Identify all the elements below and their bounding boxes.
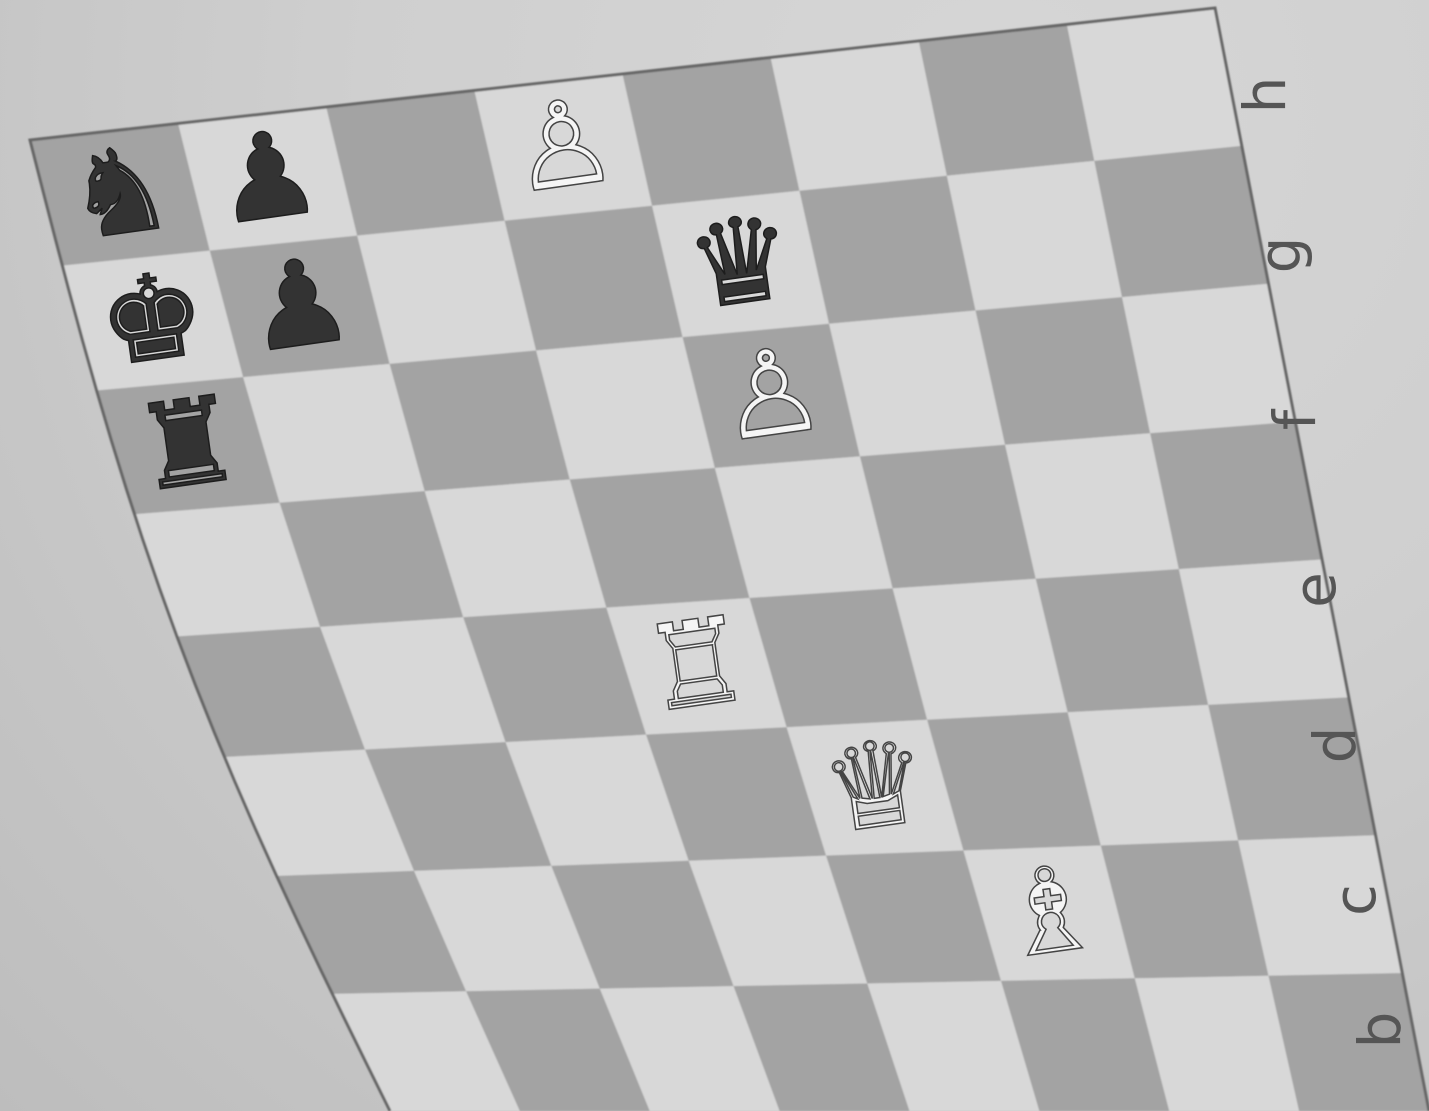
black-rook-icon: ♜ [126, 368, 250, 519]
board-square [505, 206, 683, 351]
file-label-d: d [1301, 727, 1369, 764]
file-label-b: b [1346, 1012, 1414, 1049]
black-pawn-icon: ♟ [205, 101, 329, 252]
file-label-g: g [1246, 237, 1314, 274]
board-square [947, 161, 1122, 311]
board-square [771, 41, 947, 191]
board-square [919, 25, 1095, 176]
board-square [829, 310, 1005, 456]
file-label-e: e [1281, 572, 1349, 608]
board-square [326, 91, 504, 236]
board-square [1005, 433, 1179, 579]
black-knight-icon: ♞ [58, 116, 182, 267]
white-queen-icon: ♕ [813, 710, 937, 861]
white-bishop-icon: ♗ [987, 835, 1111, 986]
board-square [623, 58, 800, 206]
board-square [976, 297, 1151, 445]
file-label-h: h [1231, 77, 1299, 114]
board-square [1094, 146, 1268, 297]
black-queen-icon: ♛ [678, 186, 802, 337]
board-square [799, 176, 975, 324]
board-square [1150, 422, 1322, 570]
white-rook-icon: ♖ [634, 588, 758, 739]
black-pawn-icon: ♟ [237, 228, 361, 379]
white-pawn-icon: ♙ [501, 69, 625, 220]
white-pawn-icon: ♙ [709, 318, 833, 469]
file-label-f: f [1261, 408, 1329, 430]
board-square [1067, 8, 1242, 161]
black-king-icon: ♚ [90, 242, 214, 393]
file-label-c: c [1321, 884, 1389, 916]
